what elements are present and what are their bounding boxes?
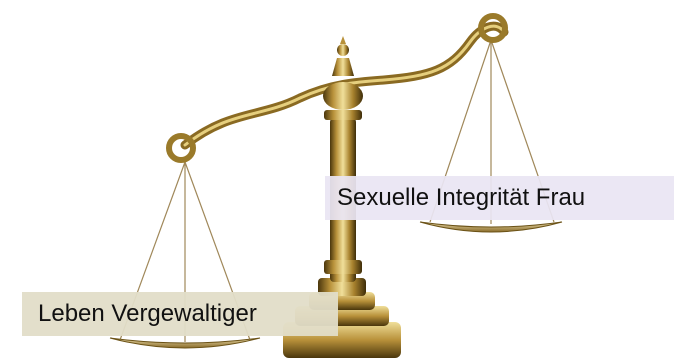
scale-finial [323,36,363,110]
left-beam-end [169,136,193,160]
left-pan-label: Leben Vergewaltiger [22,292,338,336]
right-pan-label: Sexuelle Integrität Frau [325,176,674,220]
